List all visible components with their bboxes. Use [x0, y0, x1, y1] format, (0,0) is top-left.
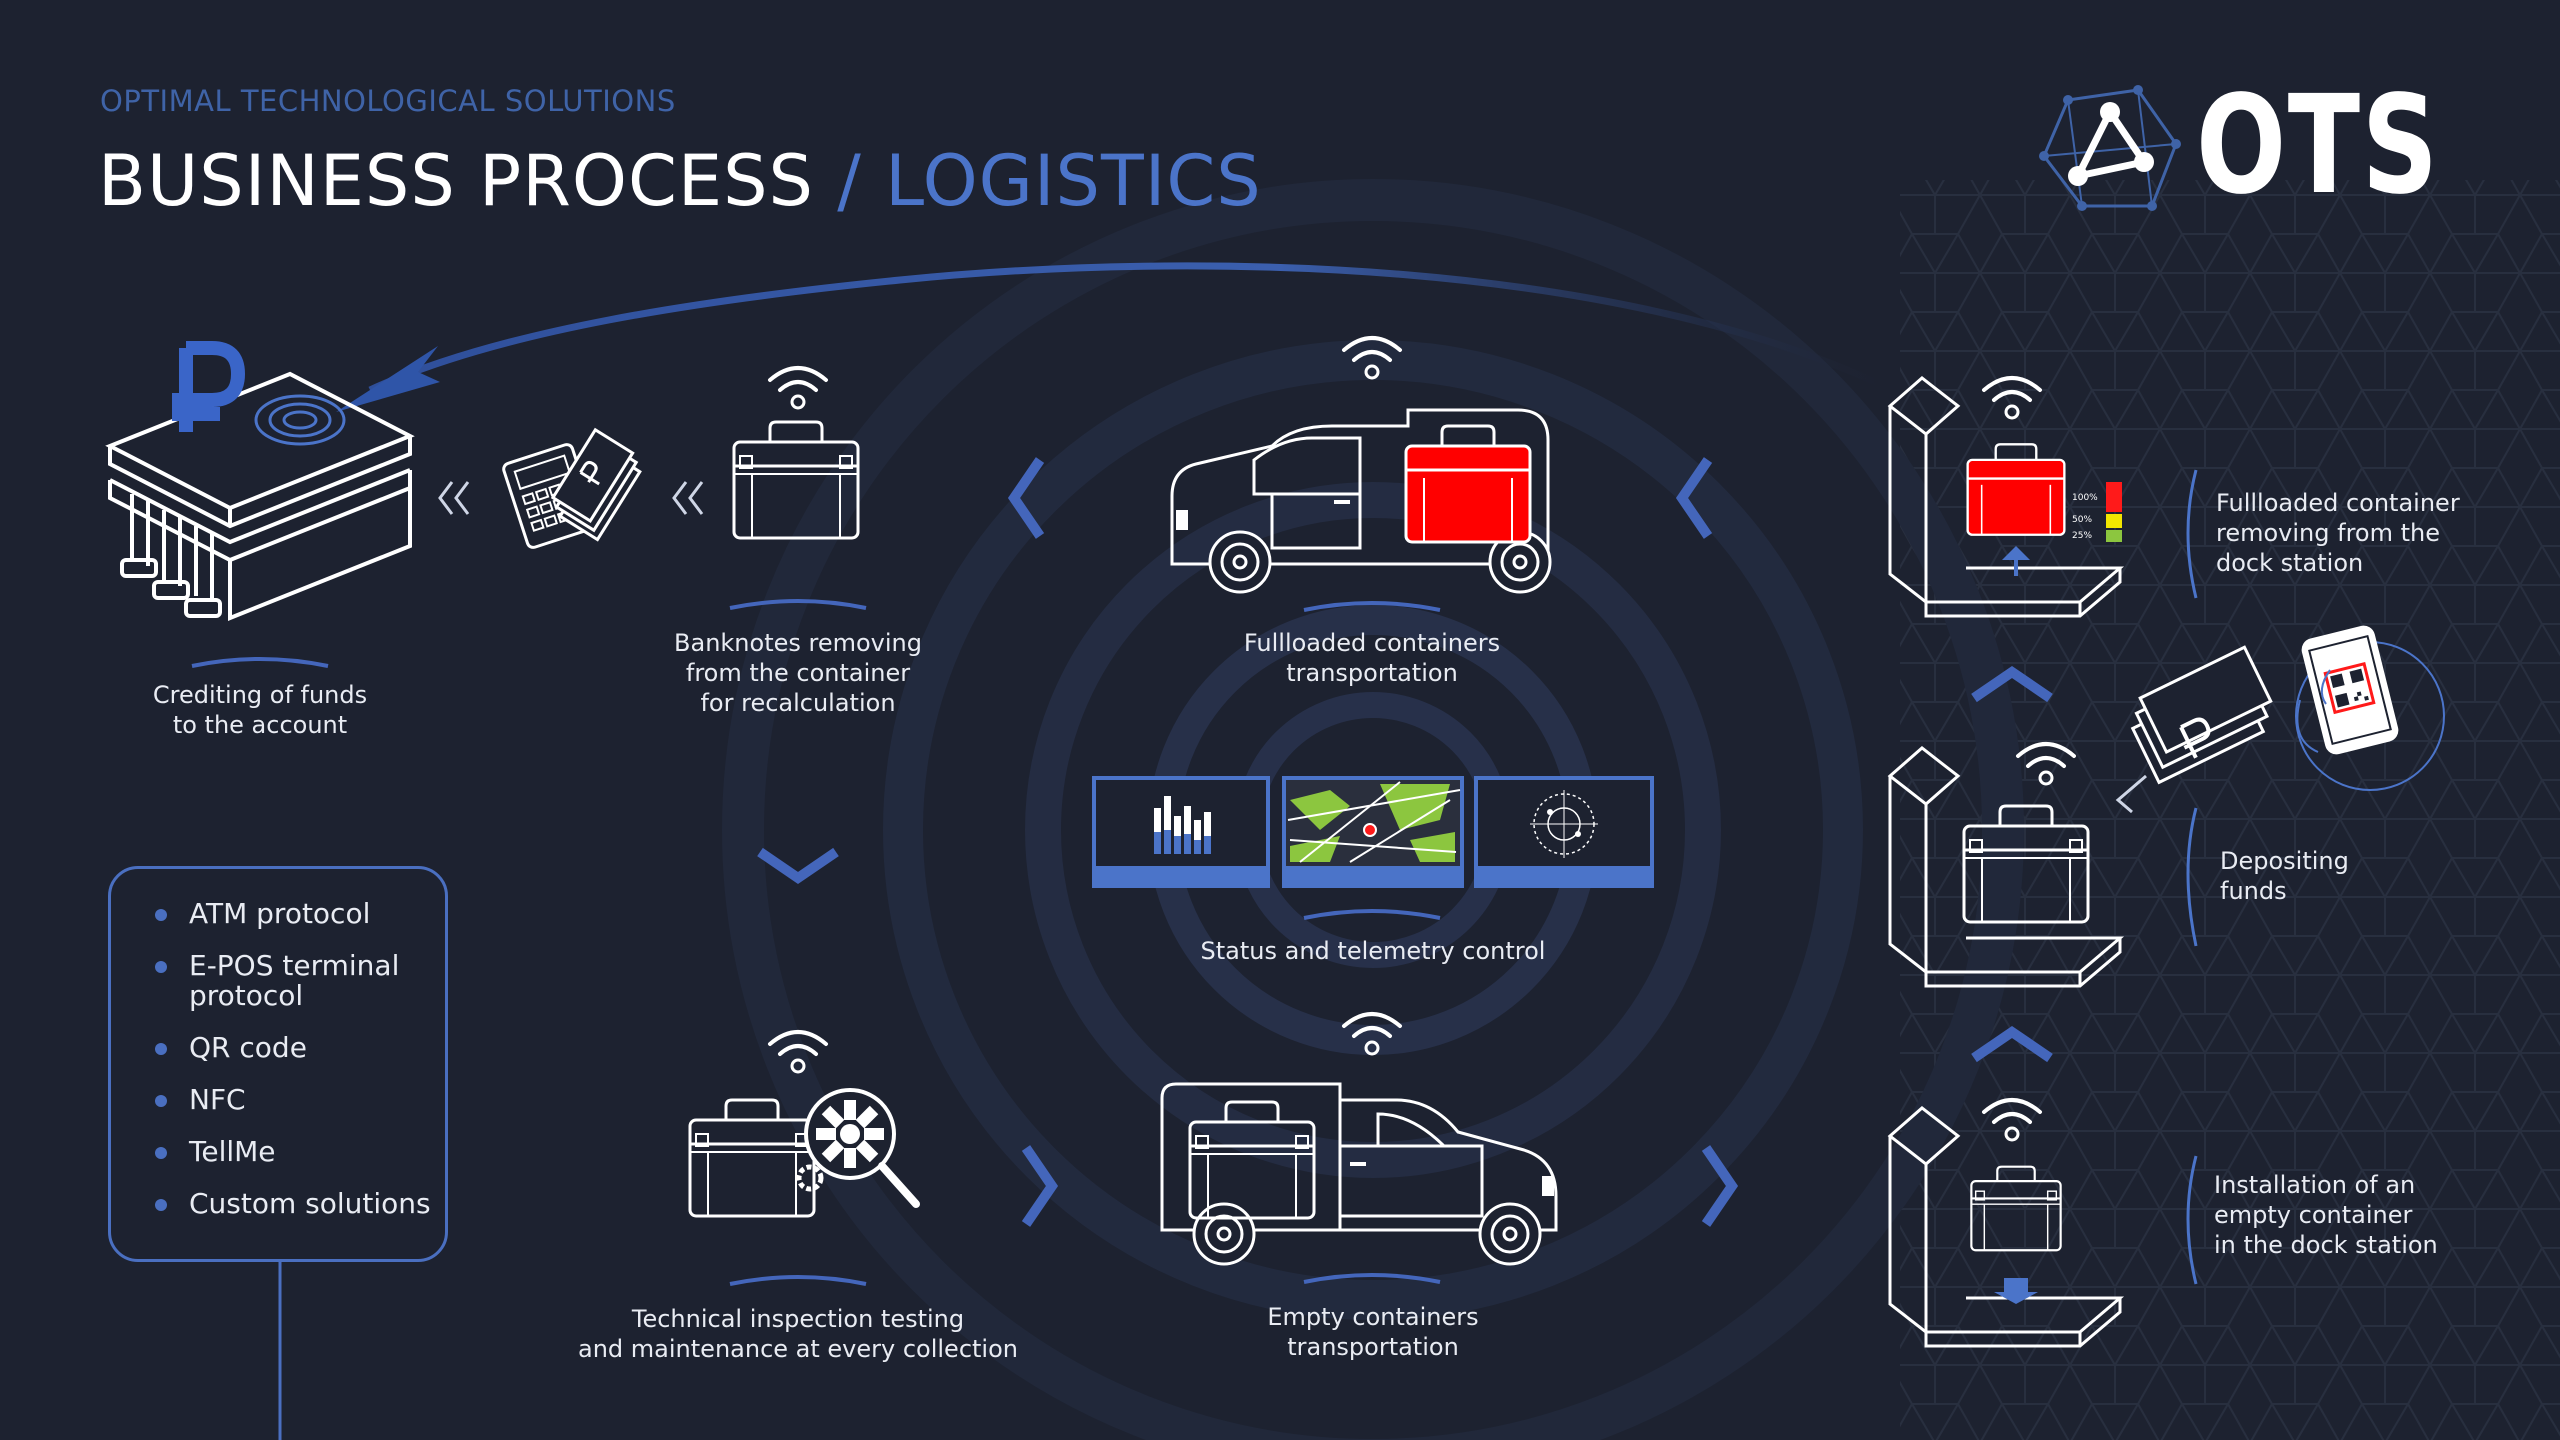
- banknotes-depositing-icon: [2130, 645, 2273, 785]
- step-depositing-label: Depositing funds: [2220, 847, 2349, 905]
- list-item: ATM protocol: [155, 899, 445, 929]
- protocol-label: E-POS terminal protocol: [189, 949, 400, 1012]
- list-item: TellMe: [155, 1137, 445, 1167]
- step-inspection-label: Technical inspection testing and mainten…: [578, 1305, 1018, 1363]
- car-fullloaded-icon: [1170, 408, 1552, 594]
- protocol-label: NFC: [189, 1083, 246, 1116]
- step-installation-label: Installation of an empty container in th…: [2214, 1171, 2438, 1259]
- dock-station-installation: [1888, 1098, 2122, 1348]
- telemetry-panels: [1092, 776, 1654, 888]
- ruble-icon: [172, 341, 245, 432]
- bullet-icon: [155, 909, 167, 921]
- protocol-label: TellMe: [189, 1135, 276, 1168]
- right-brackets: [2186, 469, 2198, 1285]
- gauge-label-100: 100%: [2072, 493, 2098, 503]
- ots-logo-mark: [2039, 85, 2181, 211]
- return-arc-arrow: [336, 262, 1890, 412]
- gauge-label-50: 50%: [2072, 515, 2092, 525]
- protocol-label: QR code: [189, 1031, 307, 1064]
- flow-arrows-left: [438, 481, 704, 515]
- title-accent: LOGISTICS: [885, 140, 1262, 222]
- step-empty-transport-label: Empty containers transportation: [1267, 1303, 1479, 1361]
- page-title: BUSINESS PROCESS / LOGISTICS: [98, 140, 1262, 222]
- step-banknotes-label: Banknotes removing from the container fo…: [674, 629, 922, 717]
- gauge-label-25: 25%: [2072, 531, 2092, 541]
- bullet-icon: [155, 961, 167, 973]
- title-separator: /: [813, 140, 886, 222]
- map-panel: [1282, 776, 1464, 888]
- step-fullloaded-transport-label: Fullloaded containers transportation: [1243, 629, 1501, 687]
- step-telemetry-label: Status and telemetry control: [1200, 937, 1546, 965]
- dock-station-full: 100% 50% 25%: [1888, 376, 2122, 618]
- magnifier-gear-icon: [688, 1088, 920, 1218]
- company-subtitle: OPTIMAL TECHNOLOGICAL SOLUTIONS: [100, 84, 676, 118]
- bar-chart-panel: [1092, 776, 1270, 888]
- smartphone-qr-icon: [2295, 625, 2445, 791]
- logo-text: OTS: [2196, 67, 2440, 225]
- step-crediting-label: Crediting of funds to the account: [152, 681, 368, 739]
- protocols-list: ATM protocol E-POS terminal protocol QR …: [111, 869, 445, 1219]
- concentric-rings: [722, 179, 2024, 1440]
- fill-level-gauge: 100% 50% 25%: [2072, 482, 2122, 542]
- list-item: NFC: [155, 1085, 445, 1115]
- protocols-list-box: ATM protocol E-POS terminal protocol QR …: [108, 866, 448, 1262]
- list-item: QR code: [155, 1033, 445, 1063]
- bank-building-icon: [105, 371, 415, 621]
- protocol-label: ATM protocol: [189, 897, 371, 930]
- list-item: Custom solutions: [155, 1189, 445, 1219]
- title-main: BUSINESS PROCESS: [98, 140, 814, 222]
- car-empty-icon: [1160, 1082, 1558, 1266]
- list-item: E-POS terminal protocol: [155, 951, 445, 1011]
- bullet-icon: [155, 1095, 167, 1107]
- radar-panel: [1474, 776, 1654, 888]
- bullet-icon: [155, 1043, 167, 1055]
- bullet-icon: [155, 1147, 167, 1159]
- bullet-icon: [155, 1199, 167, 1211]
- banknotes-icon: [550, 427, 642, 542]
- step-fullloaded-removing-label: Fullloaded container removing from the d…: [2216, 489, 2460, 577]
- protocol-label: Custom solutions: [189, 1187, 431, 1220]
